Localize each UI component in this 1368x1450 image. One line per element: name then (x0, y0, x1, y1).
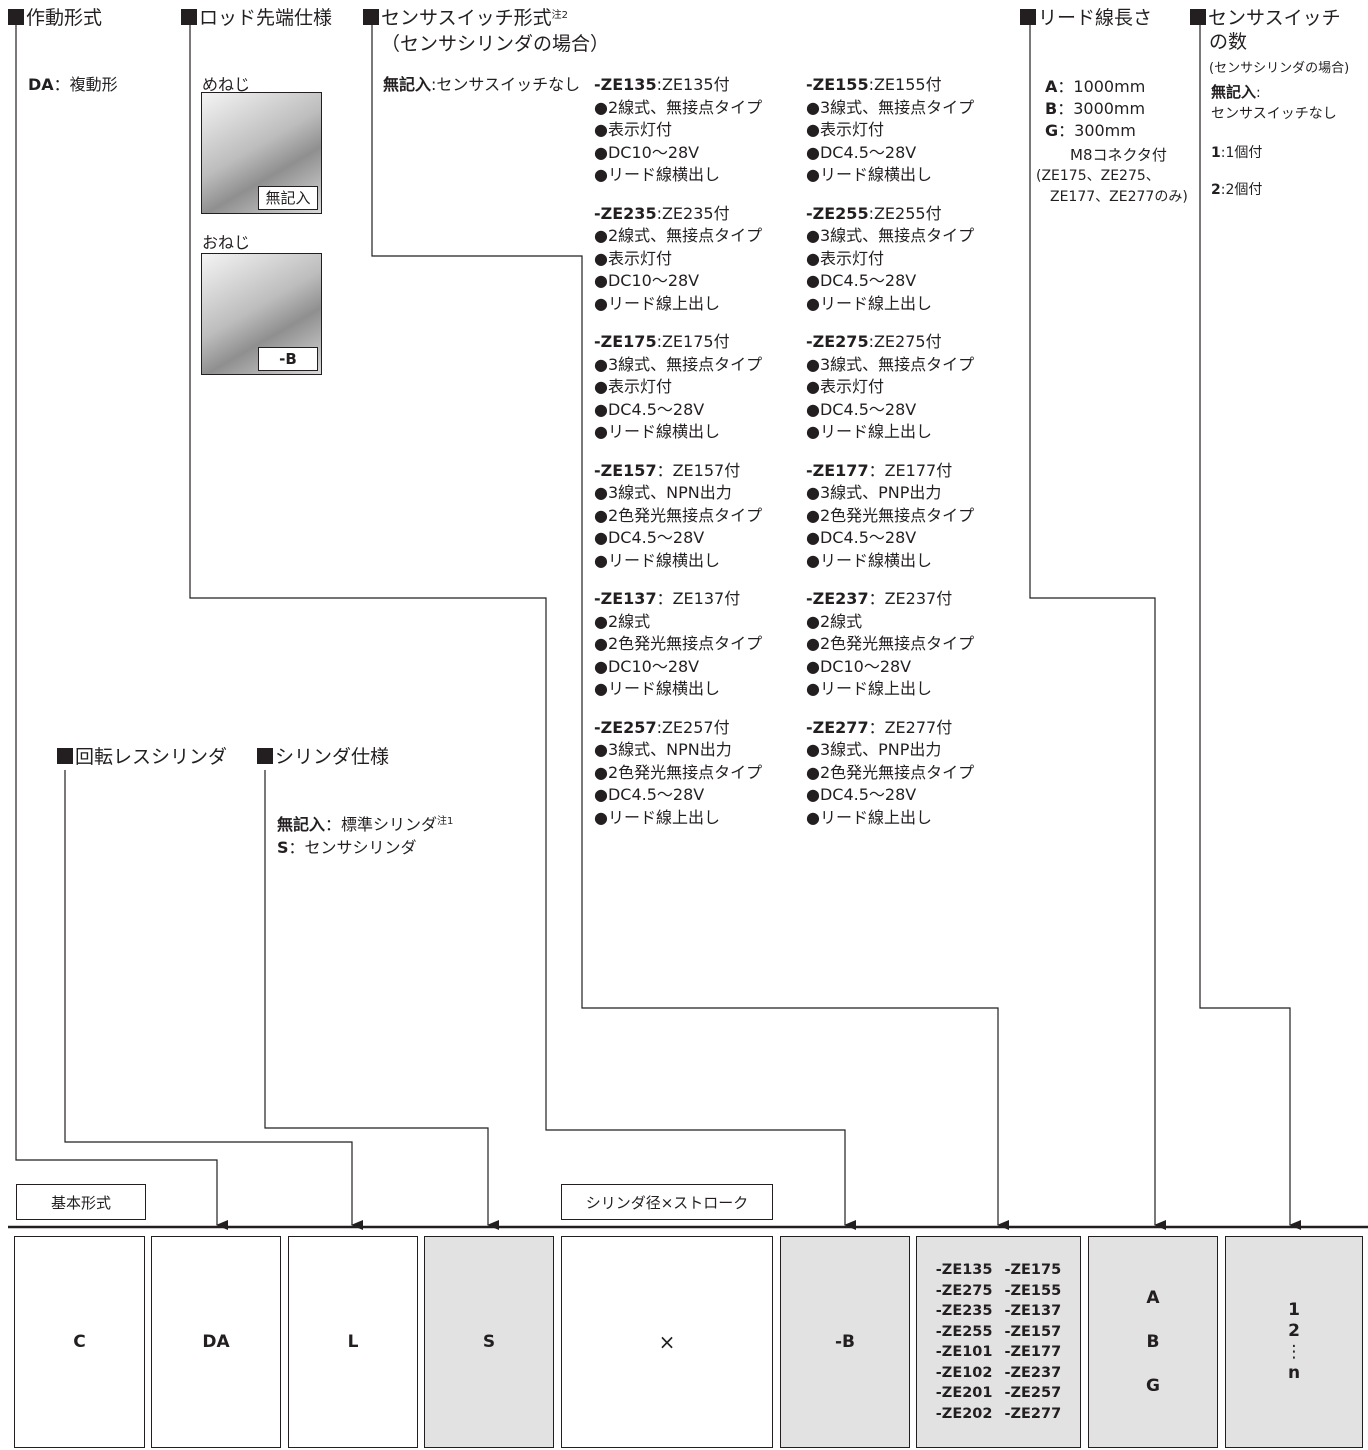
basic-model-label: 基本形式 (16, 1184, 146, 1220)
header-count: センサスイッチ (1190, 7, 1341, 30)
lead-g-note2: (ZE175、ZE275、 (1036, 168, 1160, 184)
line-lead (1029, 22, 1166, 1230)
count-one-option: 1:1個付 (1211, 145, 1263, 161)
code-box-count: 1 2 ⋮ n (1225, 1236, 1363, 1448)
square-bullet-icon (363, 9, 379, 25)
sensor-none-option: 無記入:センサスイッチなし (383, 75, 581, 94)
action-option: DA：複動形 (28, 75, 118, 94)
switch-item: -ZE135:ZE135付 ●2線式、無接点タイプ●表示灯付●DC10～28V●… (594, 75, 763, 185)
line-rod (189, 22, 856, 1230)
lead-options: A：1000mm B：3000mm G：300mm (1045, 77, 1146, 140)
square-bullet-icon (1020, 9, 1036, 25)
switch-item: -ZE255:ZE255付 ●3線式、無接点タイプ●表示灯付●DC4.5～28V… (806, 203, 975, 313)
header-lead: リード線長さ (1020, 7, 1152, 30)
line-count (1199, 22, 1301, 1230)
cyl-spec-standard: 無記入：標準シリンダ注1 (277, 815, 454, 834)
switch-item: -ZE177：ZE177付 ●3線式、PNP出力●2色発光無接点タイプ●DC4.… (806, 460, 975, 570)
code-box-basic: C (14, 1236, 145, 1448)
code-box-lead: A B G (1088, 1236, 1218, 1448)
header-cyl-spec: シリンダ仕様 (257, 746, 389, 769)
line-sensor (371, 22, 1009, 1230)
line-cyl-spec (264, 770, 499, 1230)
switch-item: -ZE137：ZE137付 ●2線式●2色発光無接点タイプ●DC10～28V●リ… (594, 589, 763, 699)
switch-item: -ZE235:ZE235付 ●2線式、無接点タイプ●表示灯付●DC10～28V●… (594, 203, 763, 313)
header-sensor-switch: センサスイッチ形式注2 (363, 7, 568, 30)
count-none-option: 無記入: (1211, 83, 1261, 101)
square-bullet-icon (57, 748, 73, 764)
rod-female-photo: 無記入 (201, 92, 322, 214)
square-bullet-icon (1190, 9, 1206, 25)
line-action (15, 22, 228, 1230)
header-count-line3: (センサシリンダの場合) (1209, 61, 1350, 76)
switch-column-left: -ZE135:ZE135付 ●2線式、無接点タイプ●表示灯付●DC10～28V●… (594, 74, 794, 845)
header-action: 作動形式 (8, 7, 102, 30)
header-sensor-switch-sub: （センサシリンダの場合） (381, 33, 610, 55)
code-box-cyl-spec: S (424, 1236, 554, 1448)
switch-item: -ZE155:ZE155付 ●3線式、無接点タイプ●表示灯付●DC4.5～28V… (806, 75, 975, 185)
lead-g-note3: ZE177、ZE277のみ) (1050, 189, 1188, 205)
header-count-line2: の数 (1209, 31, 1248, 53)
square-bullet-icon (8, 9, 24, 25)
code-box-action: DA (151, 1236, 281, 1448)
square-bullet-icon (181, 9, 197, 25)
code-box-rod-end: -B (780, 1236, 910, 1448)
cyl-spec-sensor: S：センサシリンダ (277, 838, 417, 857)
count-two-option: 2:2個付 (1211, 182, 1263, 198)
code-box-nonrot: L (288, 1236, 418, 1448)
switch-column-right: -ZE155:ZE155付 ●3線式、無接点タイプ●表示灯付●DC4.5～28V… (806, 74, 1006, 845)
bore-stroke-label: シリンダ径×ストローク (561, 1184, 773, 1220)
lead-g-note1: M8コネクタ付 (1070, 146, 1167, 164)
switch-item: -ZE277：ZE277付 ●3線式、PNP出力●2色発光無接点タイプ●DC4.… (806, 717, 975, 827)
rod-male-tag: -B (258, 347, 318, 371)
switch-item: -ZE157：ZE157付 ●3線式、NPN出力●2色発光無接点タイプ●DC4.… (594, 460, 763, 570)
switch-item: -ZE275:ZE275付 ●3線式、無接点タイプ●表示灯付●DC4.5～28V… (806, 332, 975, 442)
rod-female-label: めねじ (202, 75, 251, 94)
rod-male-photo: -B (201, 253, 322, 375)
line-nonrot (64, 770, 363, 1230)
code-box-bore-stroke: × (561, 1236, 773, 1448)
switch-item: -ZE257:ZE257付 ●3線式、NPN出力●2色発光無接点タイプ●DC4.… (594, 717, 763, 827)
switch-item: -ZE175:ZE175付 ●3線式、無接点タイプ●表示灯付●DC4.5～28V… (594, 332, 763, 442)
code-box-sensor-switch: -ZE135 -ZE275 -ZE235 -ZE255 -ZE101 -ZE10… (916, 1236, 1081, 1448)
header-rod: ロッド先端仕様 (181, 7, 332, 30)
rod-male-label: おねじ (202, 233, 251, 252)
header-nonrot: 回転レスシリンダ (57, 746, 227, 769)
switch-item: -ZE237：ZE237付 ●2線式●2色発光無接点タイプ●DC10～28V●リ… (806, 589, 975, 699)
square-bullet-icon (257, 748, 273, 764)
count-none-desc: センサスイッチなし (1211, 106, 1337, 122)
rod-female-tag: 無記入 (258, 186, 318, 210)
